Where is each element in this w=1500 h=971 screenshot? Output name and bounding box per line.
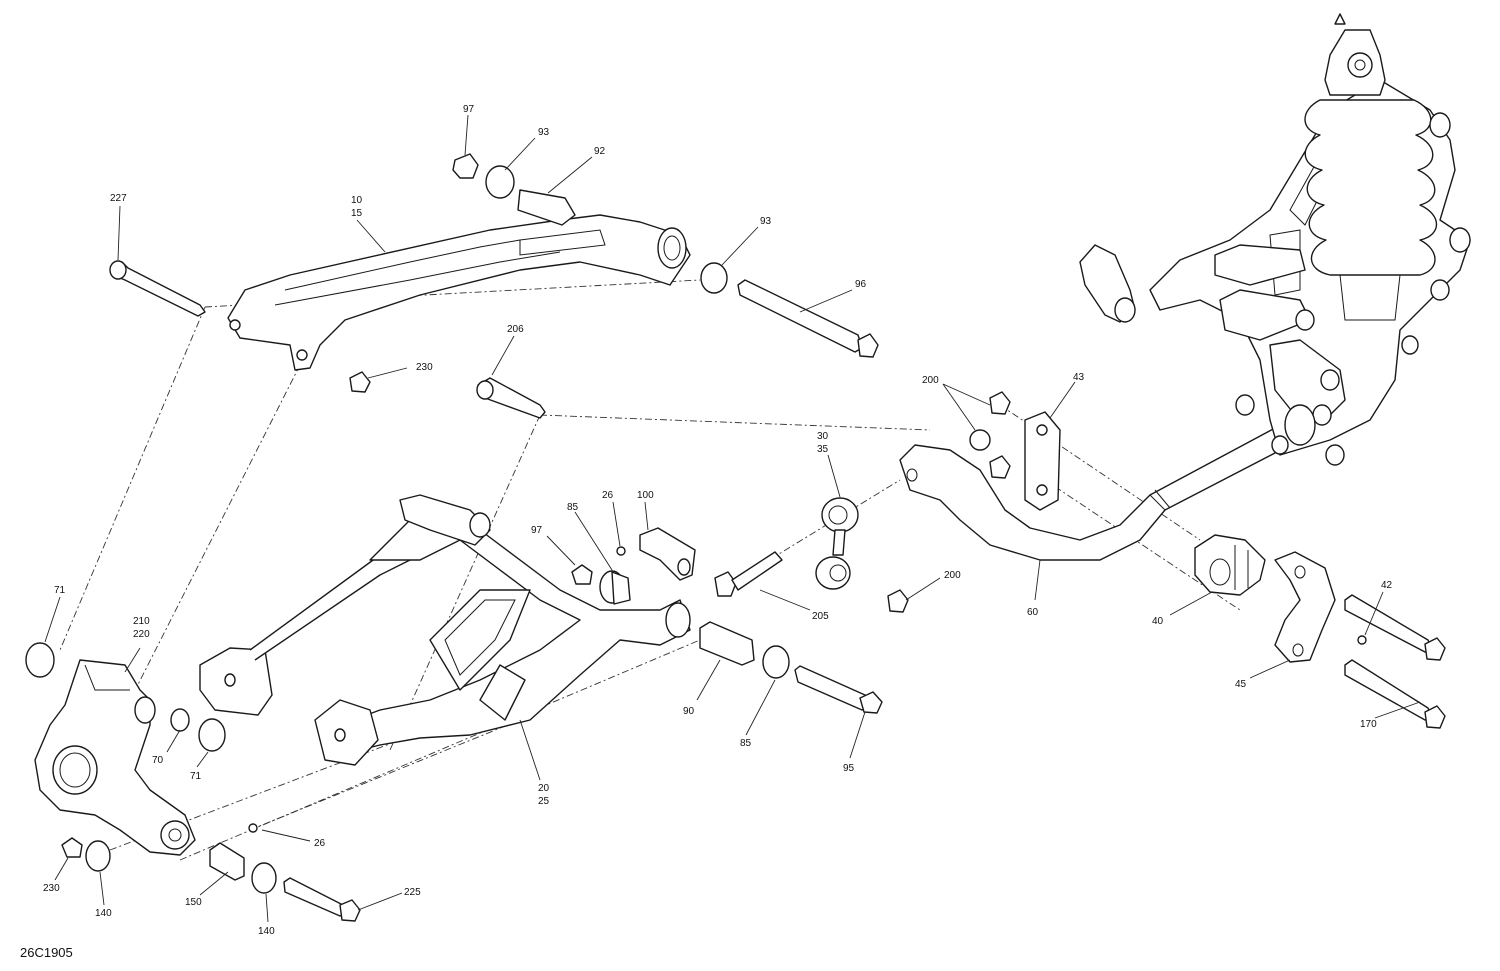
callout-97-lower: 97	[531, 525, 543, 536]
callout-20: 20	[538, 783, 550, 794]
callout-205: 205	[812, 611, 829, 622]
callout-200: 200	[922, 375, 939, 386]
upper-arm-hardware	[109, 153, 879, 419]
callout-96: 96	[855, 279, 867, 290]
callout-35: 35	[817, 444, 829, 455]
callout-71-lower: 71	[190, 771, 202, 782]
callout-100: 100	[637, 490, 654, 501]
assembly-lines	[59, 279, 1241, 861]
shock-and-frame	[1079, 13, 1471, 466]
callout-40: 40	[1152, 616, 1164, 627]
callout-170: 170	[1360, 719, 1377, 730]
callout-220: 220	[133, 629, 150, 640]
link-plate	[969, 391, 1061, 511]
callout-93: 93	[538, 127, 550, 138]
sway-bar-bushing-and-clamp	[1194, 534, 1446, 729]
callout-85-lower: 85	[740, 738, 752, 749]
callout-15: 15	[351, 208, 363, 219]
callout-26: 26	[602, 490, 614, 501]
callout-206: 206	[507, 324, 524, 335]
callout-150: 150	[185, 897, 202, 908]
lower-arm-hardware	[571, 527, 909, 714]
sway-bar-link	[815, 497, 859, 590]
callout-60: 60	[1027, 607, 1039, 618]
callout-30: 30	[817, 431, 829, 442]
callout-42: 42	[1381, 580, 1393, 591]
callout-95: 95	[843, 763, 855, 774]
callout-210: 210	[133, 616, 150, 627]
callout-leaders	[44, 114, 1421, 923]
callout-labels: 97 93 92 227 10 15 93 96 230 206 200 43 …	[43, 104, 1393, 937]
callout-43: 43	[1073, 372, 1085, 383]
callout-230-lower: 230	[43, 883, 60, 894]
callout-92: 92	[594, 146, 606, 157]
upper-a-arm	[227, 214, 691, 371]
callout-26-lower: 26	[314, 838, 326, 849]
callout-93-right: 93	[760, 216, 772, 227]
diagram-code: 26C1905	[20, 945, 73, 960]
lower-a-arm	[199, 494, 691, 766]
callout-200-lower: 200	[944, 570, 961, 581]
callout-225: 225	[404, 887, 421, 898]
callout-10: 10	[351, 195, 363, 206]
callout-70: 70	[152, 755, 164, 766]
callout-85: 85	[567, 502, 579, 513]
callout-140-right: 140	[258, 926, 275, 937]
callout-71: 71	[54, 585, 66, 596]
callout-140: 140	[95, 908, 112, 919]
callout-230: 230	[416, 362, 433, 373]
callout-25: 25	[538, 796, 550, 807]
callout-45: 45	[1235, 679, 1247, 690]
callout-227: 227	[110, 193, 127, 204]
knuckle	[25, 642, 361, 922]
callout-97: 97	[463, 104, 475, 115]
callout-90: 90	[683, 706, 695, 717]
